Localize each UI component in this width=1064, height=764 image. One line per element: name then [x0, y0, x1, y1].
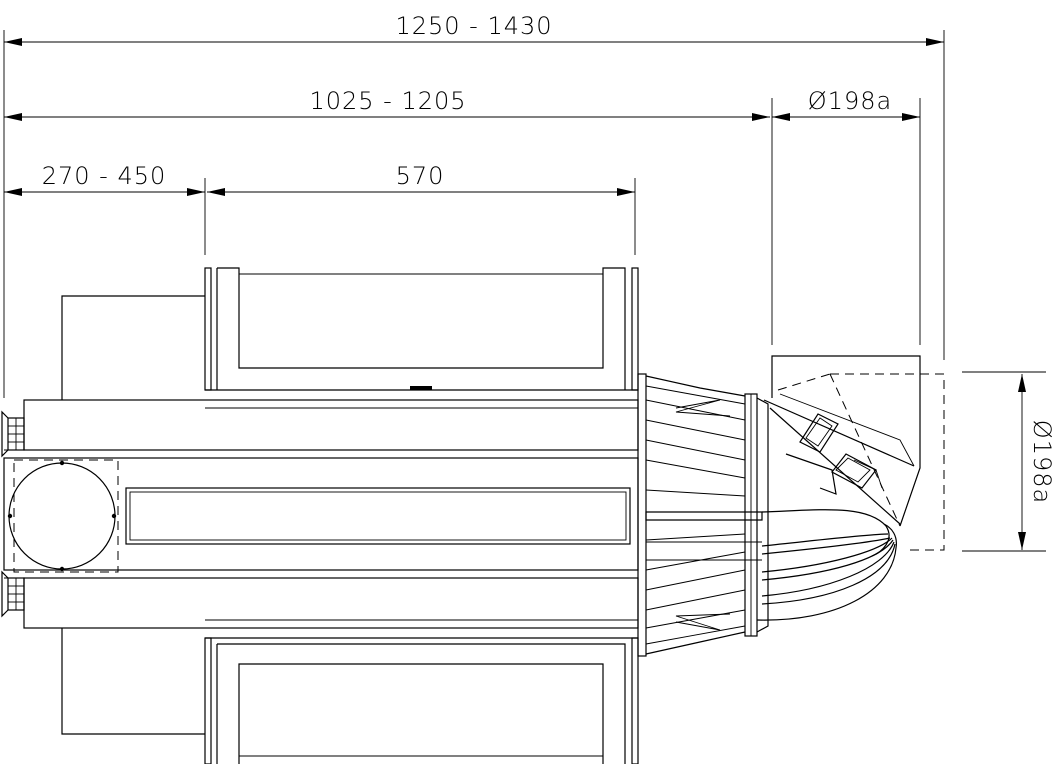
flow-guide [763, 355, 945, 551]
dimension-frame-length: 570 [207, 162, 635, 196]
dimension-overall: 1250 - 1430 [4, 12, 944, 46]
dim-label-overall-length: 1250 - 1430 [395, 12, 552, 40]
dim-label-length-to-flange: 1025 - 1205 [309, 87, 466, 115]
dim-label-diameter-side: Ø198a [1028, 420, 1056, 504]
dim-label-frame-length: 570 [396, 162, 445, 190]
dimension-diameter-side: Ø198a [962, 371, 1056, 552]
upper-frame [204, 267, 639, 391]
dim-label-motor-offset: 270 - 450 [42, 162, 167, 190]
lower-frame [204, 637, 639, 764]
propeller-hub [637, 373, 769, 657]
dimension-motor-offset: 270 - 450 [4, 162, 205, 196]
dimension-to-flange: 1025 - 1205 [4, 87, 770, 121]
extension-lines [3, 30, 945, 398]
propeller-blades [645, 509, 897, 621]
motor-housing [1, 295, 639, 735]
dimension-diameter-top: Ø198a [772, 87, 920, 121]
dim-label-diameter-top: Ø198a [808, 87, 892, 115]
